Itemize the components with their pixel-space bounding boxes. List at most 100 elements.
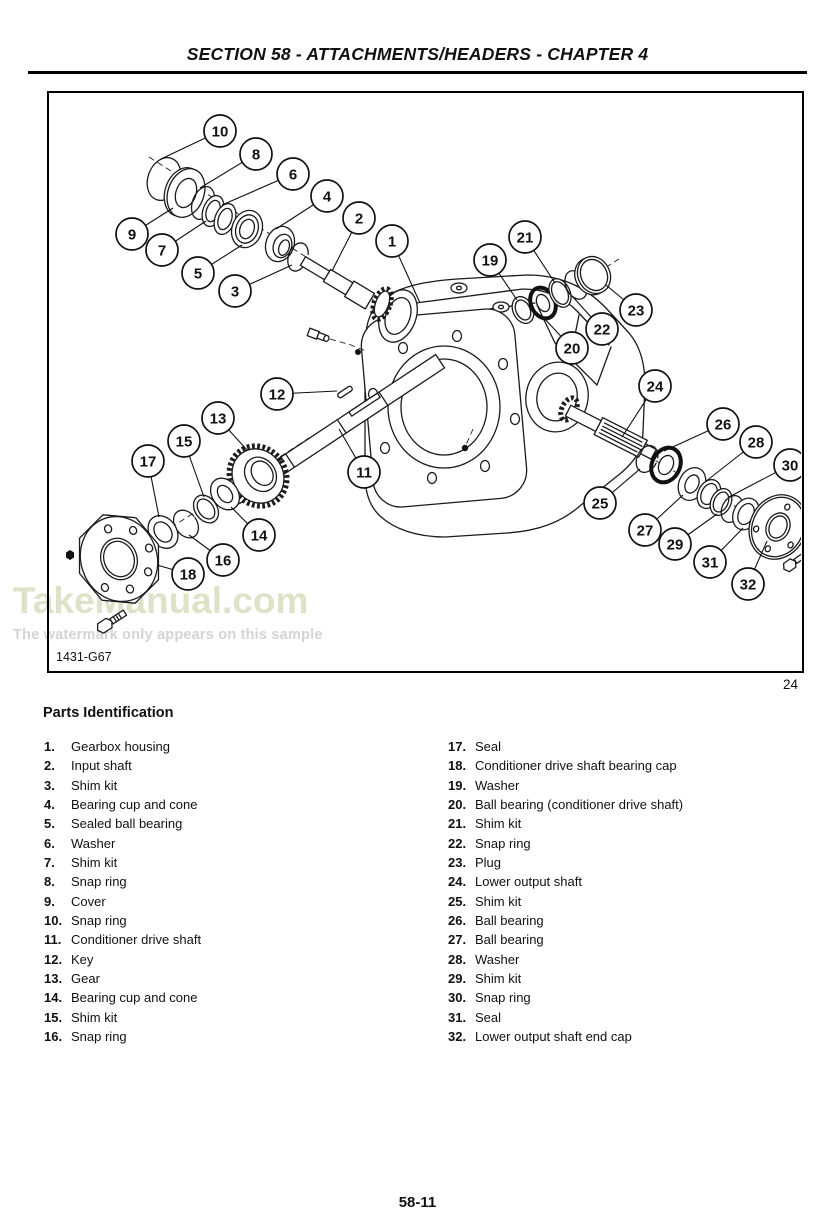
part-label: Shim kit [475, 816, 522, 832]
svg-text:5: 5 [194, 266, 202, 283]
watermark-text: TakeManual.com [13, 580, 309, 621]
svg-text:27: 27 [637, 523, 654, 540]
parts-list-item: 30. Snap ring [448, 988, 828, 1007]
part-label: Shim kit [475, 893, 522, 909]
callout-8: 8 [239, 137, 273, 171]
output-shaft-parts-drawing [564, 404, 801, 573]
svg-text:30: 30 [782, 458, 799, 475]
bearing-cap-18 [78, 514, 160, 604]
part-number: 22. [448, 835, 467, 851]
part-number: 20. [448, 797, 467, 813]
gear-13 [226, 443, 290, 509]
part-number: 4. [44, 797, 55, 813]
svg-text:4: 4 [323, 189, 332, 206]
part-label: Washer [71, 835, 116, 851]
part-label: Ball bearing [475, 913, 544, 929]
part-label: Ball bearing [475, 932, 544, 948]
callout-4: 4 [310, 179, 344, 213]
figure-number: 24 [783, 677, 799, 692]
part-number: 21. [448, 816, 467, 832]
callout-19: 19 [473, 243, 507, 277]
part-number: 32. [448, 1029, 467, 1045]
part-number: 16. [44, 1029, 63, 1045]
watermark-subtext: The watermark only appears on this sampl… [13, 627, 323, 643]
part-label: Ball bearing (conditioner drive shaft) [475, 797, 684, 813]
set-screw-dot [461, 444, 469, 452]
callout-28: 28 [739, 425, 773, 459]
part-label: Gearbox housing [71, 739, 171, 754]
header-rule [28, 71, 807, 74]
ball-bearing-26 [649, 445, 683, 485]
exploded-parts-diagram: 1234567891011121314151617181920212223242… [66, 114, 801, 634]
callout-13: 13 [201, 401, 235, 435]
part-label: Snap ring [71, 913, 127, 929]
svg-text:28: 28 [748, 435, 765, 452]
part-label: Shim kit [475, 971, 522, 987]
part-number: 2. [44, 758, 55, 774]
part-label: Shim kit [71, 855, 118, 871]
part-label: Snap ring [71, 1029, 127, 1045]
parts-list-item: 29.Shim kit [448, 969, 828, 988]
svg-text:26: 26 [715, 417, 732, 434]
page-number-footer: 58-11 [398, 1194, 437, 1211]
callout-30: 30 [773, 448, 801, 482]
callout-16: 16 [206, 543, 240, 577]
shim-kit-25 [635, 444, 659, 474]
callout-25: 25 [583, 486, 617, 520]
part-label: Conditioner drive shaft [71, 932, 202, 948]
svg-text:9: 9 [128, 227, 136, 244]
part-number: 31. [448, 1009, 467, 1025]
svg-text:20: 20 [564, 341, 581, 358]
input-shaft-parts-drawing [146, 156, 394, 322]
parts-list-item: 4.Bearing cup and cone [44, 795, 434, 814]
figure-label: 1431-G67 [56, 650, 112, 664]
bearing-cup-cone-14 [209, 477, 241, 511]
part-number: 30. [448, 990, 467, 1006]
parts-list-item: 14.Bearing cup and cone [44, 988, 434, 1007]
callout-7: 7 [145, 233, 179, 267]
part-number: 25. [448, 893, 467, 909]
parts-list-item: 19.Washer [448, 776, 828, 795]
part-label: Washer [475, 777, 520, 793]
end-cap-32 [748, 494, 801, 560]
part-number: 12. [44, 951, 63, 967]
svg-text:19: 19 [482, 253, 499, 270]
part-label: Gear [71, 971, 100, 987]
part-number: 8. [44, 874, 55, 890]
parts-identification-heading: Parts Identification [43, 705, 174, 721]
part-label: Shim kit [71, 1009, 118, 1025]
callout-9: 9 [115, 217, 149, 251]
svg-text:25: 25 [592, 496, 609, 513]
svg-text:15: 15 [176, 434, 193, 451]
svg-text:18: 18 [180, 567, 197, 584]
svg-text:10: 10 [212, 124, 229, 141]
parts-list-item: 17.Seal [448, 737, 828, 756]
svg-text:6: 6 [289, 167, 297, 184]
parts-list-item: 12.Key [44, 950, 434, 969]
parts-list-item: 25. Shim kit [448, 892, 828, 911]
small-bolt-drawing [66, 550, 74, 560]
part-label: Snap ring [71, 874, 127, 890]
svg-text:21: 21 [517, 230, 534, 247]
part-label: Conditioner drive shaft bearing cap [475, 758, 677, 774]
svg-text:14: 14 [251, 528, 268, 545]
part-number: 28. [448, 951, 467, 967]
part-number: 26. [448, 913, 467, 929]
part-number: 1. [44, 739, 55, 754]
parts-list-item: 6.Washer [44, 834, 434, 853]
callout-17: 17 [131, 444, 165, 478]
callout-18: 18 [171, 557, 205, 591]
callout-24: 24 [638, 369, 672, 403]
part-label: Seal [475, 739, 502, 754]
housing-front-bolt-holes [367, 329, 521, 485]
callout-5: 5 [181, 256, 215, 290]
part-number: 10. [44, 913, 63, 929]
callout-15: 15 [167, 424, 201, 458]
svg-text:7: 7 [158, 243, 166, 260]
part-number: 5. [44, 816, 55, 832]
part-number: 23. [448, 855, 467, 871]
parts-list-item: 24.Lower output shaft [448, 872, 828, 891]
svg-text:3: 3 [231, 284, 239, 301]
part-label: Snap ring [475, 990, 531, 1006]
watermark: TakeManual.com The watermark only appear… [13, 582, 323, 643]
